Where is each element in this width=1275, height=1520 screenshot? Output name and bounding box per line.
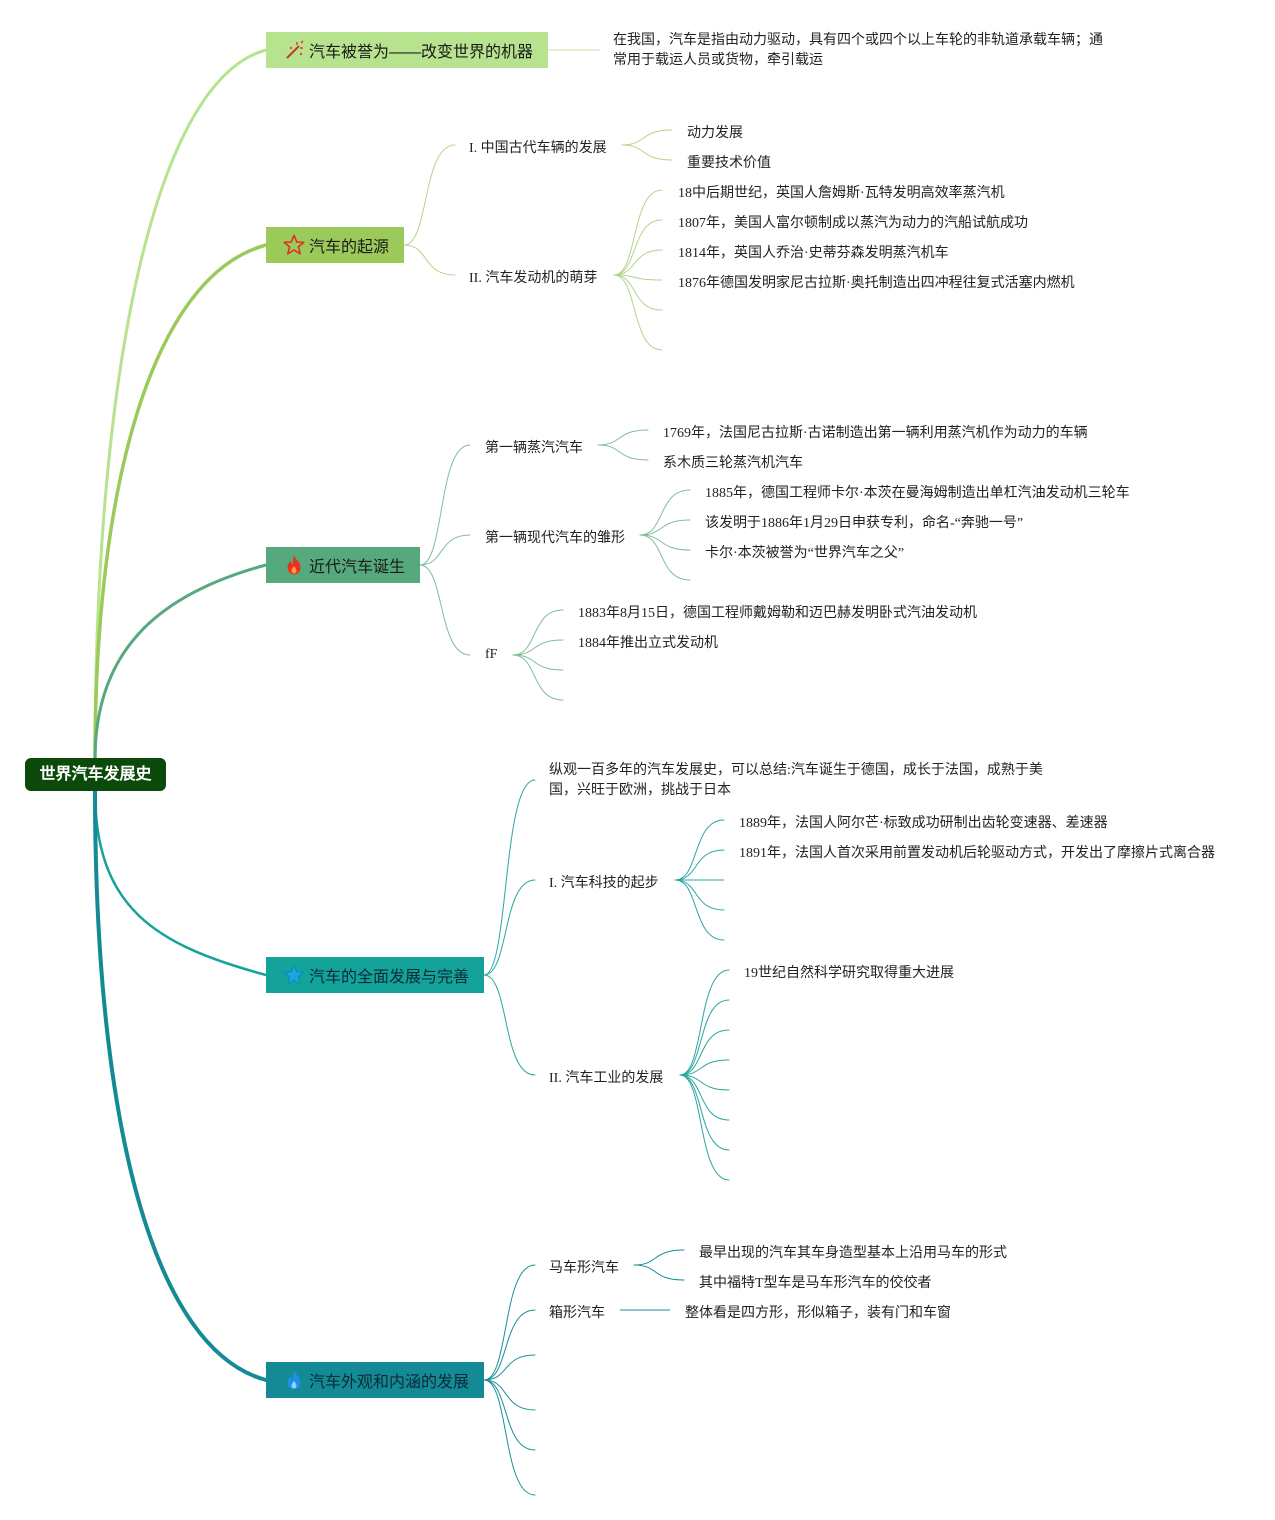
- definition-text: 在我国，汽车是指由动力驱动，具有四个或四个以上车轮的非轨道承载车辆；通常用于载运…: [613, 33, 1103, 68]
- branch-node-modern-birth[interactable]: 近代汽车诞生: [266, 547, 420, 583]
- b1-s0-l0: [621, 129, 673, 146]
- b4-sub1: [483, 1309, 536, 1381]
- b4-s0-l0: [633, 1249, 685, 1266]
- b4-sub4: [483, 1379, 536, 1451]
- subtopic-first-modern-car[interactable]: 第一辆现代汽车的雏形: [485, 531, 625, 546]
- leaf-fulton[interactable]: 1807年，美国人富尔顿制成以蒸汽为动力的汽船试航成功: [678, 216, 1028, 231]
- b2-s1-l0: [639, 489, 691, 536]
- flame-icon: [287, 1370, 301, 1390]
- b4-sub2: [483, 1354, 536, 1381]
- leaf-tech-value[interactable]: 重要技术价值: [687, 156, 771, 171]
- b1-sub0: [403, 144, 456, 246]
- subtopic-first-steam-car[interactable]: 第一辆蒸汽汽车: [485, 441, 583, 456]
- b2-s2-l0: [512, 609, 564, 656]
- root-link-2: [93, 563, 268, 762]
- b1-sub1: [403, 244, 456, 276]
- b2-s2-l1: [512, 639, 564, 656]
- b1-s1-l5: [613, 274, 663, 351]
- branch-label: 汽车的全面发展与完善: [309, 969, 470, 986]
- b2-sub0: [419, 444, 471, 566]
- b3-sub1: [483, 974, 536, 1076]
- subtopic-carriage-car[interactable]: 马车形汽车: [549, 1261, 619, 1276]
- b1-s1-l0: [613, 189, 663, 276]
- b2-s1-l1: [639, 519, 691, 536]
- subtopic-engine-origin[interactable]: II. 汽车发动机的萌芽: [469, 271, 598, 286]
- b3-s1-l4: [679, 1074, 730, 1091]
- b3-s0-l0: [674, 819, 725, 881]
- b3-s0-l3: [674, 879, 725, 911]
- b4-sub3: [483, 1379, 536, 1411]
- b1-s1-l1: [613, 219, 663, 276]
- b4-s0-l1: [633, 1264, 685, 1281]
- b1-s0-l1: [621, 144, 673, 161]
- leaf-carriage-shape[interactable]: 最早出现的汽车其车身造型基本上沿用马车的形式: [699, 1246, 1007, 1261]
- b3-text: [483, 779, 536, 976]
- b3-s0-l4: [674, 879, 725, 941]
- root-link-4: [93, 788, 268, 1382]
- leaf-patent[interactable]: 该发明于1886年1月29日申获专利，命名-“奔驰一号”: [705, 516, 1024, 531]
- b2-sub1: [419, 534, 471, 566]
- leaf-cugnot[interactable]: 1769年，法国尼古拉斯·古诺制造出第一辆利用蒸汽机作为动力的车辆: [663, 426, 1088, 441]
- b2-s2-l2: [512, 654, 564, 671]
- branch-label: 汽车外观和内涵的发展: [309, 1374, 470, 1391]
- leaf-power[interactable]: 动力发展: [687, 126, 743, 141]
- b3-s0-l1: [674, 849, 725, 881]
- branch-label: 汽车的起源: [309, 239, 390, 256]
- leaf-father-of-car[interactable]: 卡尔·本茨被誉为“世界汽车之父”: [705, 546, 905, 561]
- leaf-otto[interactable]: 1876年德国发明家尼古拉斯·奥托制造出四冲程往复式活塞内燃机: [678, 276, 1075, 291]
- b2-s0-l0: [597, 429, 649, 446]
- branch-label: 近代汽车诞生: [309, 559, 406, 576]
- summary-text: 纵观一百多年的汽车发展史，可以总结:汽车诞生于德国，成长于法国，成熟于美国，兴旺…: [549, 763, 1043, 798]
- b4-sub0: [483, 1264, 536, 1381]
- b1-s1-l2: [613, 249, 663, 276]
- root-link-1: [93, 243, 268, 762]
- branch-label: 汽车被誉为——改变世界的机器: [309, 44, 534, 61]
- leaf-science-progress[interactable]: 19世纪自然科学研究取得重大进展: [744, 966, 954, 981]
- b3-s1-l0: [679, 969, 730, 1076]
- b2-s0-l1: [597, 444, 649, 461]
- star-icon: [283, 965, 305, 985]
- b3-s1-l7: [679, 1074, 730, 1181]
- b3-s1-l5: [679, 1074, 730, 1121]
- leaf-clutch[interactable]: 1891年，法国人首次采用前置发动机后轮驱动方式，开发出了摩擦片式离合器: [739, 846, 1215, 861]
- subtopic-tech-start[interactable]: I. 汽车科技的起步: [549, 876, 659, 891]
- b3-s1-l1: [679, 999, 730, 1076]
- leaf-daimler[interactable]: 1883年8月15日，德国工程师戴姆勒和迈巴赫发明卧式汽油发动机: [578, 606, 977, 621]
- leaf-wooden-tricycle[interactable]: 系木质三轮蒸汽机汽车: [663, 456, 803, 471]
- star-outline-icon: [283, 234, 305, 255]
- branch-node-machine[interactable]: 汽车被誉为——改变世界的机器: [266, 32, 548, 68]
- b2-s1-l2: [639, 534, 691, 551]
- subtopic-industry[interactable]: II. 汽车工业的发展: [549, 1071, 664, 1086]
- branch-node-development[interactable]: 汽车的全面发展与完善: [266, 957, 484, 993]
- b2-s1-l3: [639, 534, 691, 581]
- leaf-stephenson[interactable]: 1814年，英国人乔治·史蒂芬森发明蒸汽机车: [678, 246, 949, 261]
- b3-s1-l2: [679, 1029, 730, 1076]
- wand-icon: [286, 40, 304, 59]
- b2-s2-l3: [512, 654, 564, 701]
- b3-sub0: [483, 879, 536, 976]
- flame-icon: [287, 555, 301, 575]
- b1-s1-l4: [613, 274, 663, 311]
- leaf-benz-tricycle[interactable]: 1885年，德国工程师卡尔·本茨在曼海姆制造出单杠汽油发动机三轮车: [705, 486, 1130, 501]
- leaf-ford-t[interactable]: 其中福特T型车是马车形汽车的佼佼者: [699, 1276, 932, 1291]
- root-node[interactable]: 世界汽车发展史: [25, 758, 166, 791]
- b4-sub5: [483, 1379, 536, 1496]
- subtopic-box-car[interactable]: 箱形汽车: [549, 1306, 605, 1321]
- leaf-watt[interactable]: 18中后期世纪，英国人詹姆斯·瓦特发明高效率蒸汽机: [678, 186, 1005, 201]
- root-link-0: [93, 48, 268, 762]
- subtopic-ff[interactable]: fF: [485, 647, 498, 662]
- root-link-3: [93, 788, 268, 977]
- subtopic-ancient-vehicles[interactable]: I. 中国古代车辆的发展: [469, 141, 607, 156]
- leaf-peugeot[interactable]: 1889年，法国人阿尔芒·标致成功研制出齿轮变速器、差速器: [739, 816, 1108, 831]
- leaf-vertical-engine[interactable]: 1884年推出立式发动机: [578, 636, 718, 651]
- b3-s1-l3: [679, 1059, 730, 1076]
- b2-sub2: [419, 564, 471, 656]
- leaf-box-shape[interactable]: 整体看是四方形，形似箱子，装有门和车窗: [685, 1306, 951, 1321]
- branch-node-appearance[interactable]: 汽车外观和内涵的发展: [266, 1362, 484, 1398]
- branch-node-origin[interactable]: 汽车的起源: [266, 227, 404, 263]
